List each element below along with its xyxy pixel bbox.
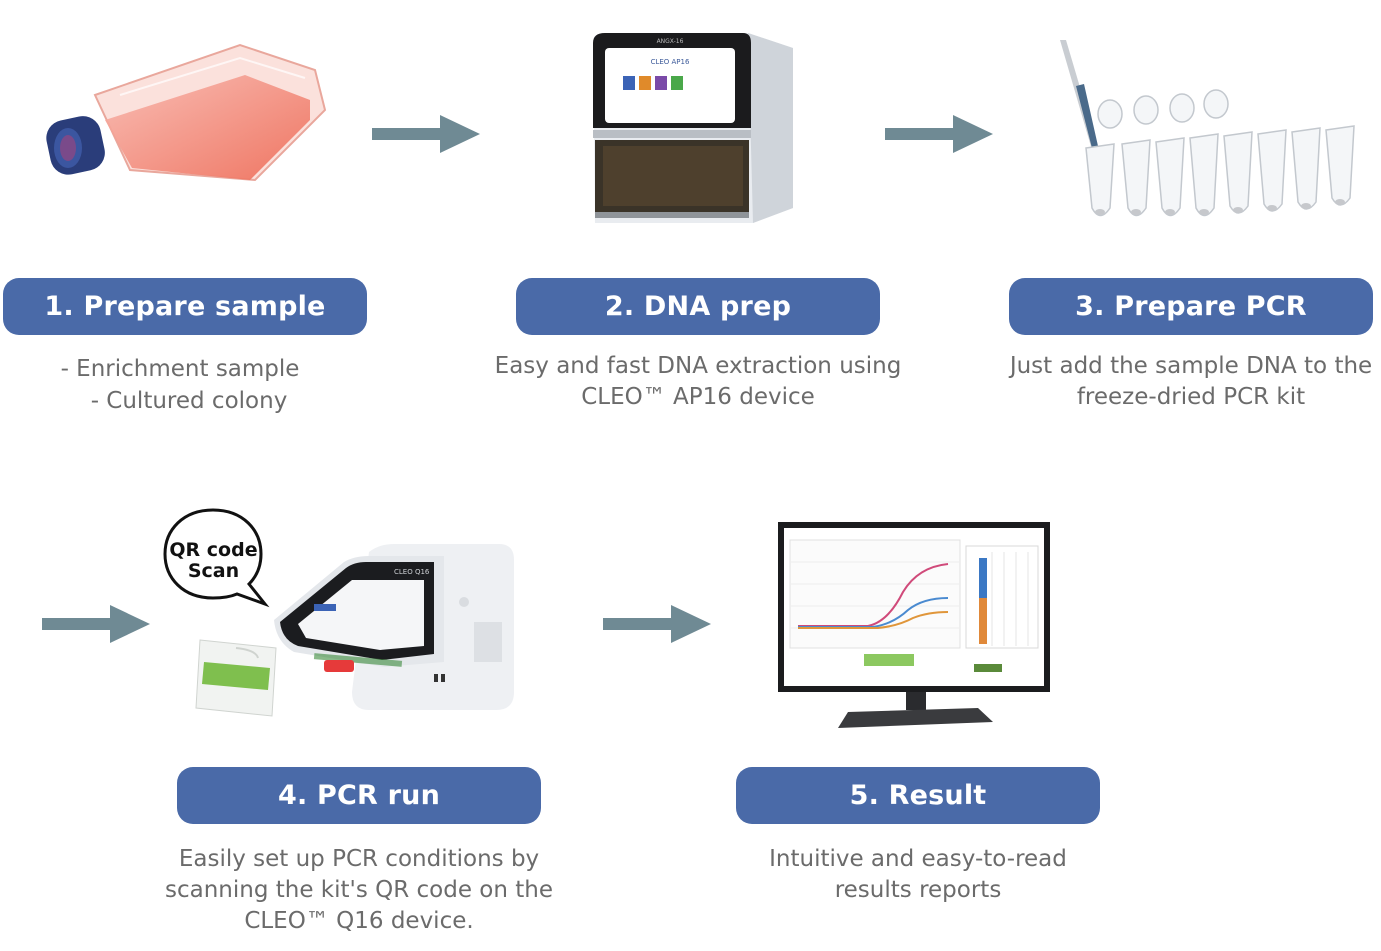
step-2-line-1: Easy and fast DNA extraction using xyxy=(494,353,902,379)
step-1-label: 1. Prepare sample xyxy=(3,278,367,335)
step-4-line-1: Easily set up PCR conditions by xyxy=(178,846,540,872)
step-2-description: Easy and fast DNA extraction using CLEO™… xyxy=(466,351,930,413)
qr-bubble-line-1: QR code xyxy=(169,539,258,561)
step-3-line-1: Just add the sample DNA to the xyxy=(1009,353,1373,379)
qr-bubble-text: QR code Scan xyxy=(166,540,261,582)
pcr-tubes-image xyxy=(1060,40,1355,217)
arrow-icon xyxy=(42,605,150,643)
arrow-icon xyxy=(603,605,711,643)
step-5-label: 5. Result xyxy=(736,767,1100,824)
step-4-line-3: CLEO™ Q16 device. xyxy=(244,908,474,934)
step-1-description: - Enrichment sample - Cultured colony xyxy=(3,353,367,417)
culture-flask-image xyxy=(46,43,327,182)
ap16-top-label: ANGX-16 xyxy=(657,38,684,45)
step-5-description: Intuitive and easy-to-read results repor… xyxy=(718,844,1118,906)
step-2-line-2: CLEO™ AP16 device xyxy=(581,384,815,410)
step-3-description: Just add the sample DNA to the freeze-dr… xyxy=(991,351,1381,413)
qr-scan-bubble xyxy=(163,508,270,608)
arrow-icon xyxy=(885,115,993,153)
pcr-device-image: CLEO Q16 xyxy=(274,544,514,710)
step-5-line-2: results reports xyxy=(834,877,1002,903)
q16-screen-label: CLEO Q16 xyxy=(394,568,430,576)
ap16-screen-label: CLEO AP16 xyxy=(651,58,690,66)
monitor-image xyxy=(778,522,1050,728)
step-1-line-1: - Enrichment sample xyxy=(60,356,300,382)
step-2-label: 2. DNA prep xyxy=(516,278,880,335)
step-4-line-2: scanning the kit's QR code on the xyxy=(164,877,554,903)
step-3-line-2: freeze-dried PCR kit xyxy=(1076,384,1306,410)
step-5-line-1: Intuitive and easy-to-read xyxy=(769,846,1067,872)
dna-extractor-image: CLEO AP16 ANGX-16 xyxy=(593,33,793,223)
qr-bubble-line-2: Scan xyxy=(187,560,240,582)
step-1-line-2: - Cultured colony xyxy=(90,388,288,414)
step-3-label: 3. Prepare PCR xyxy=(1009,278,1373,335)
arrow-icon xyxy=(372,115,480,153)
pcr-kit-pouch-image xyxy=(195,639,277,717)
step-4-description: Easily set up PCR conditions by scanning… xyxy=(109,844,609,937)
step-4-label: 4. PCR run xyxy=(177,767,541,824)
